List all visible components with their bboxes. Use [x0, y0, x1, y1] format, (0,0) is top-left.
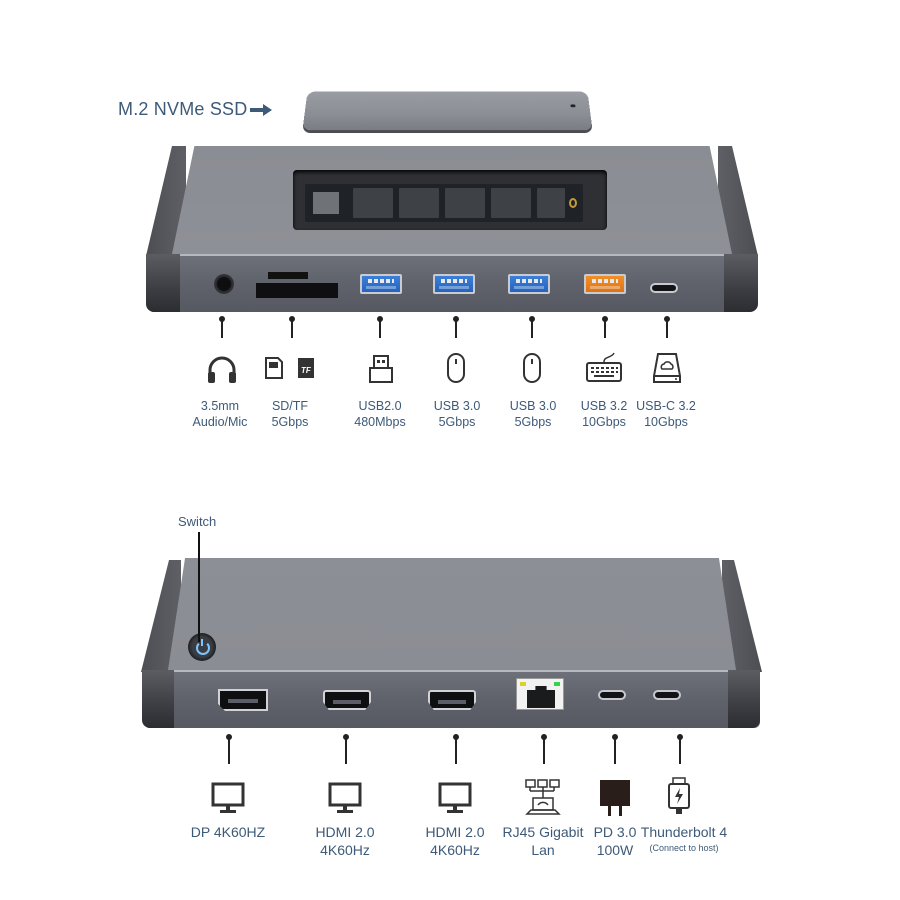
thunderbolt-cable-icon — [668, 777, 690, 814]
device-end-cap — [142, 670, 174, 728]
m2-ssd-module — [305, 184, 583, 222]
callout-line — [219, 316, 225, 338]
displayport-port — [218, 689, 268, 711]
callout-line — [453, 316, 459, 338]
thunderbolt4-port — [653, 690, 681, 700]
headphones-icon — [208, 356, 236, 383]
external-drive-icon — [653, 353, 681, 383]
switch-callout-line — [198, 532, 200, 642]
device-end-cap — [728, 670, 760, 728]
ssd-label: M.2 NVMe SSD — [118, 99, 248, 119]
device-end-cap — [146, 254, 180, 312]
callout-line — [664, 316, 670, 338]
callout-line — [612, 734, 618, 764]
power-switch-button[interactable] — [188, 633, 216, 661]
usb-plug-icon — [369, 355, 393, 383]
device-end-cap — [724, 254, 758, 312]
callout-line — [289, 316, 295, 338]
power-adapter-icon — [600, 780, 630, 816]
callout-line — [602, 316, 608, 338]
audio-jack-port — [214, 274, 234, 294]
mouse-icon — [523, 353, 541, 383]
callout-line — [226, 734, 232, 764]
callout-line — [377, 316, 383, 338]
hdmi-port-1 — [323, 690, 371, 710]
network-icon — [525, 779, 561, 815]
ssd-cover-plate — [302, 91, 593, 131]
tf-card-slot — [268, 272, 308, 279]
hdmi-port-2 — [428, 690, 476, 710]
rj45-port — [516, 678, 564, 710]
port-label-dp: DP 4K60HZ — [190, 824, 266, 840]
usbc32-port — [650, 283, 678, 293]
monitor-icon — [211, 782, 245, 813]
callout-line — [343, 734, 349, 764]
callout-line — [541, 734, 547, 764]
sd-tf-card-icon: TF — [265, 357, 314, 379]
usb3-port-2 — [508, 274, 550, 294]
callout-line — [677, 734, 683, 764]
keyboard-icon — [586, 352, 622, 382]
callout-line — [529, 316, 535, 338]
switch-label: Switch — [178, 514, 217, 529]
usb3-port-1 — [433, 274, 475, 294]
monitor-icon — [328, 782, 362, 813]
pd-usbc-port — [598, 690, 626, 700]
callout-line — [453, 734, 459, 764]
monitor-icon — [438, 782, 472, 813]
device-top-surface — [168, 558, 736, 670]
usb32-port — [584, 274, 626, 294]
usb2-port — [360, 274, 402, 294]
sd-card-slot — [256, 283, 338, 298]
port-label-thunderbolt4: Thunderbolt 4 (Connect to host) — [640, 824, 728, 853]
arrow-right-icon — [250, 104, 272, 116]
mouse-icon — [447, 353, 465, 383]
svg-text:TF: TF — [301, 366, 312, 375]
